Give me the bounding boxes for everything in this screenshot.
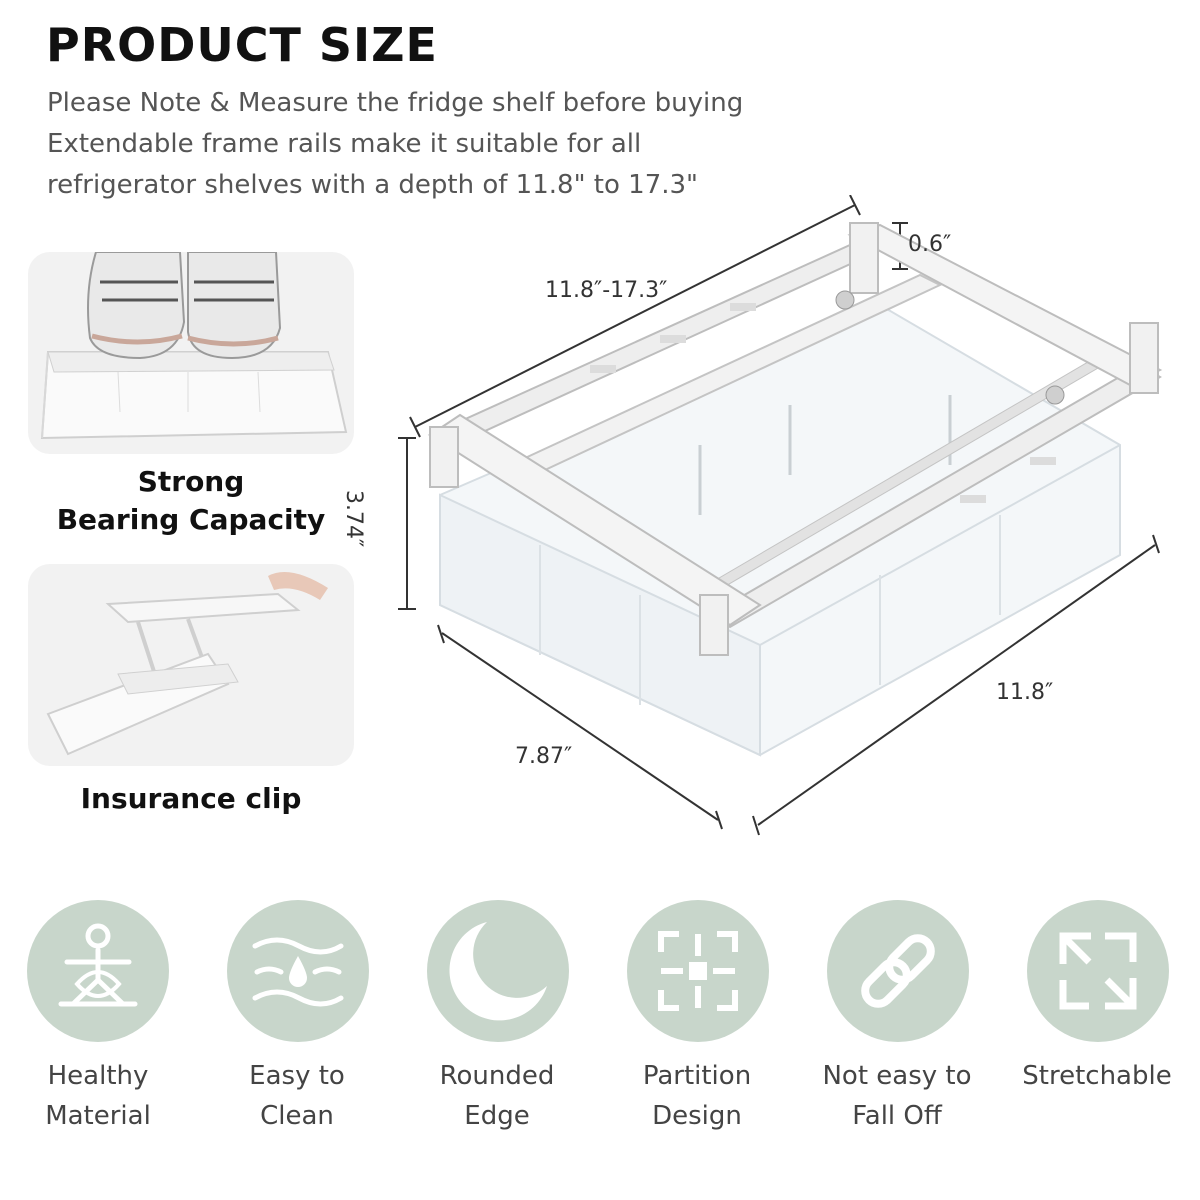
label-line1: Not easy to (822, 1061, 972, 1091)
person-lotus-icon (27, 900, 169, 1042)
chain-link-icon (827, 900, 969, 1042)
label-line2: Edge (464, 1101, 530, 1131)
label-line1: Rounded (439, 1061, 555, 1091)
partition-design-label: Partition Design (597, 1056, 797, 1136)
expand-arrows-icon (1027, 900, 1169, 1042)
crescent-moon-icon (427, 900, 569, 1042)
page-title: PRODUCT SIZE (46, 18, 438, 72)
width-dimension: 11.8″ (996, 680, 1054, 705)
bearing-capacity-photo (28, 252, 354, 454)
label-line2: Design (652, 1101, 742, 1131)
not-easy-fall-label: Not easy to Fall Off (797, 1056, 997, 1136)
depth-dimension: 7.87″ (515, 744, 573, 769)
note-line-3: refrigerator shelves with a depth of 11.… (47, 170, 699, 200)
label-line1: Stretchable (1022, 1061, 1172, 1091)
stretchable-label: Stretchable (997, 1056, 1197, 1096)
note-line-2: Extendable frame rails make it suitable … (47, 129, 642, 159)
strong-bearing-line1: Strong (137, 465, 245, 498)
wave-drop-icon (227, 900, 369, 1042)
note-line-1: Please Note & Measure the fridge shelf b… (47, 88, 744, 118)
label-line1: Healthy (47, 1061, 149, 1091)
strong-bearing-label: Strong Bearing Capacity (28, 463, 354, 539)
label-line2: Clean (260, 1101, 334, 1131)
label-line2: Material (45, 1101, 151, 1131)
hook-dimension: 0.6″ (908, 232, 952, 257)
length-dimension: 11.8″-17.3″ (545, 278, 668, 303)
rounded-edge-label: Rounded Edge (397, 1056, 597, 1136)
label-line1: Easy to (249, 1061, 345, 1091)
height-dimension: 3.74″ (341, 490, 366, 548)
strong-bearing-line2: Bearing Capacity (56, 503, 326, 536)
insurance-clip-photo (28, 564, 354, 766)
label-line1: Partition (642, 1061, 752, 1091)
easy-clean-label: Easy to Clean (197, 1056, 397, 1136)
product-drawing (360, 194, 1190, 845)
insurance-clip-label: Insurance clip (80, 782, 302, 815)
partition-grid-icon (627, 900, 769, 1042)
label-line2: Fall Off (852, 1101, 942, 1131)
healthy-material-label: Healthy Material (0, 1056, 198, 1136)
